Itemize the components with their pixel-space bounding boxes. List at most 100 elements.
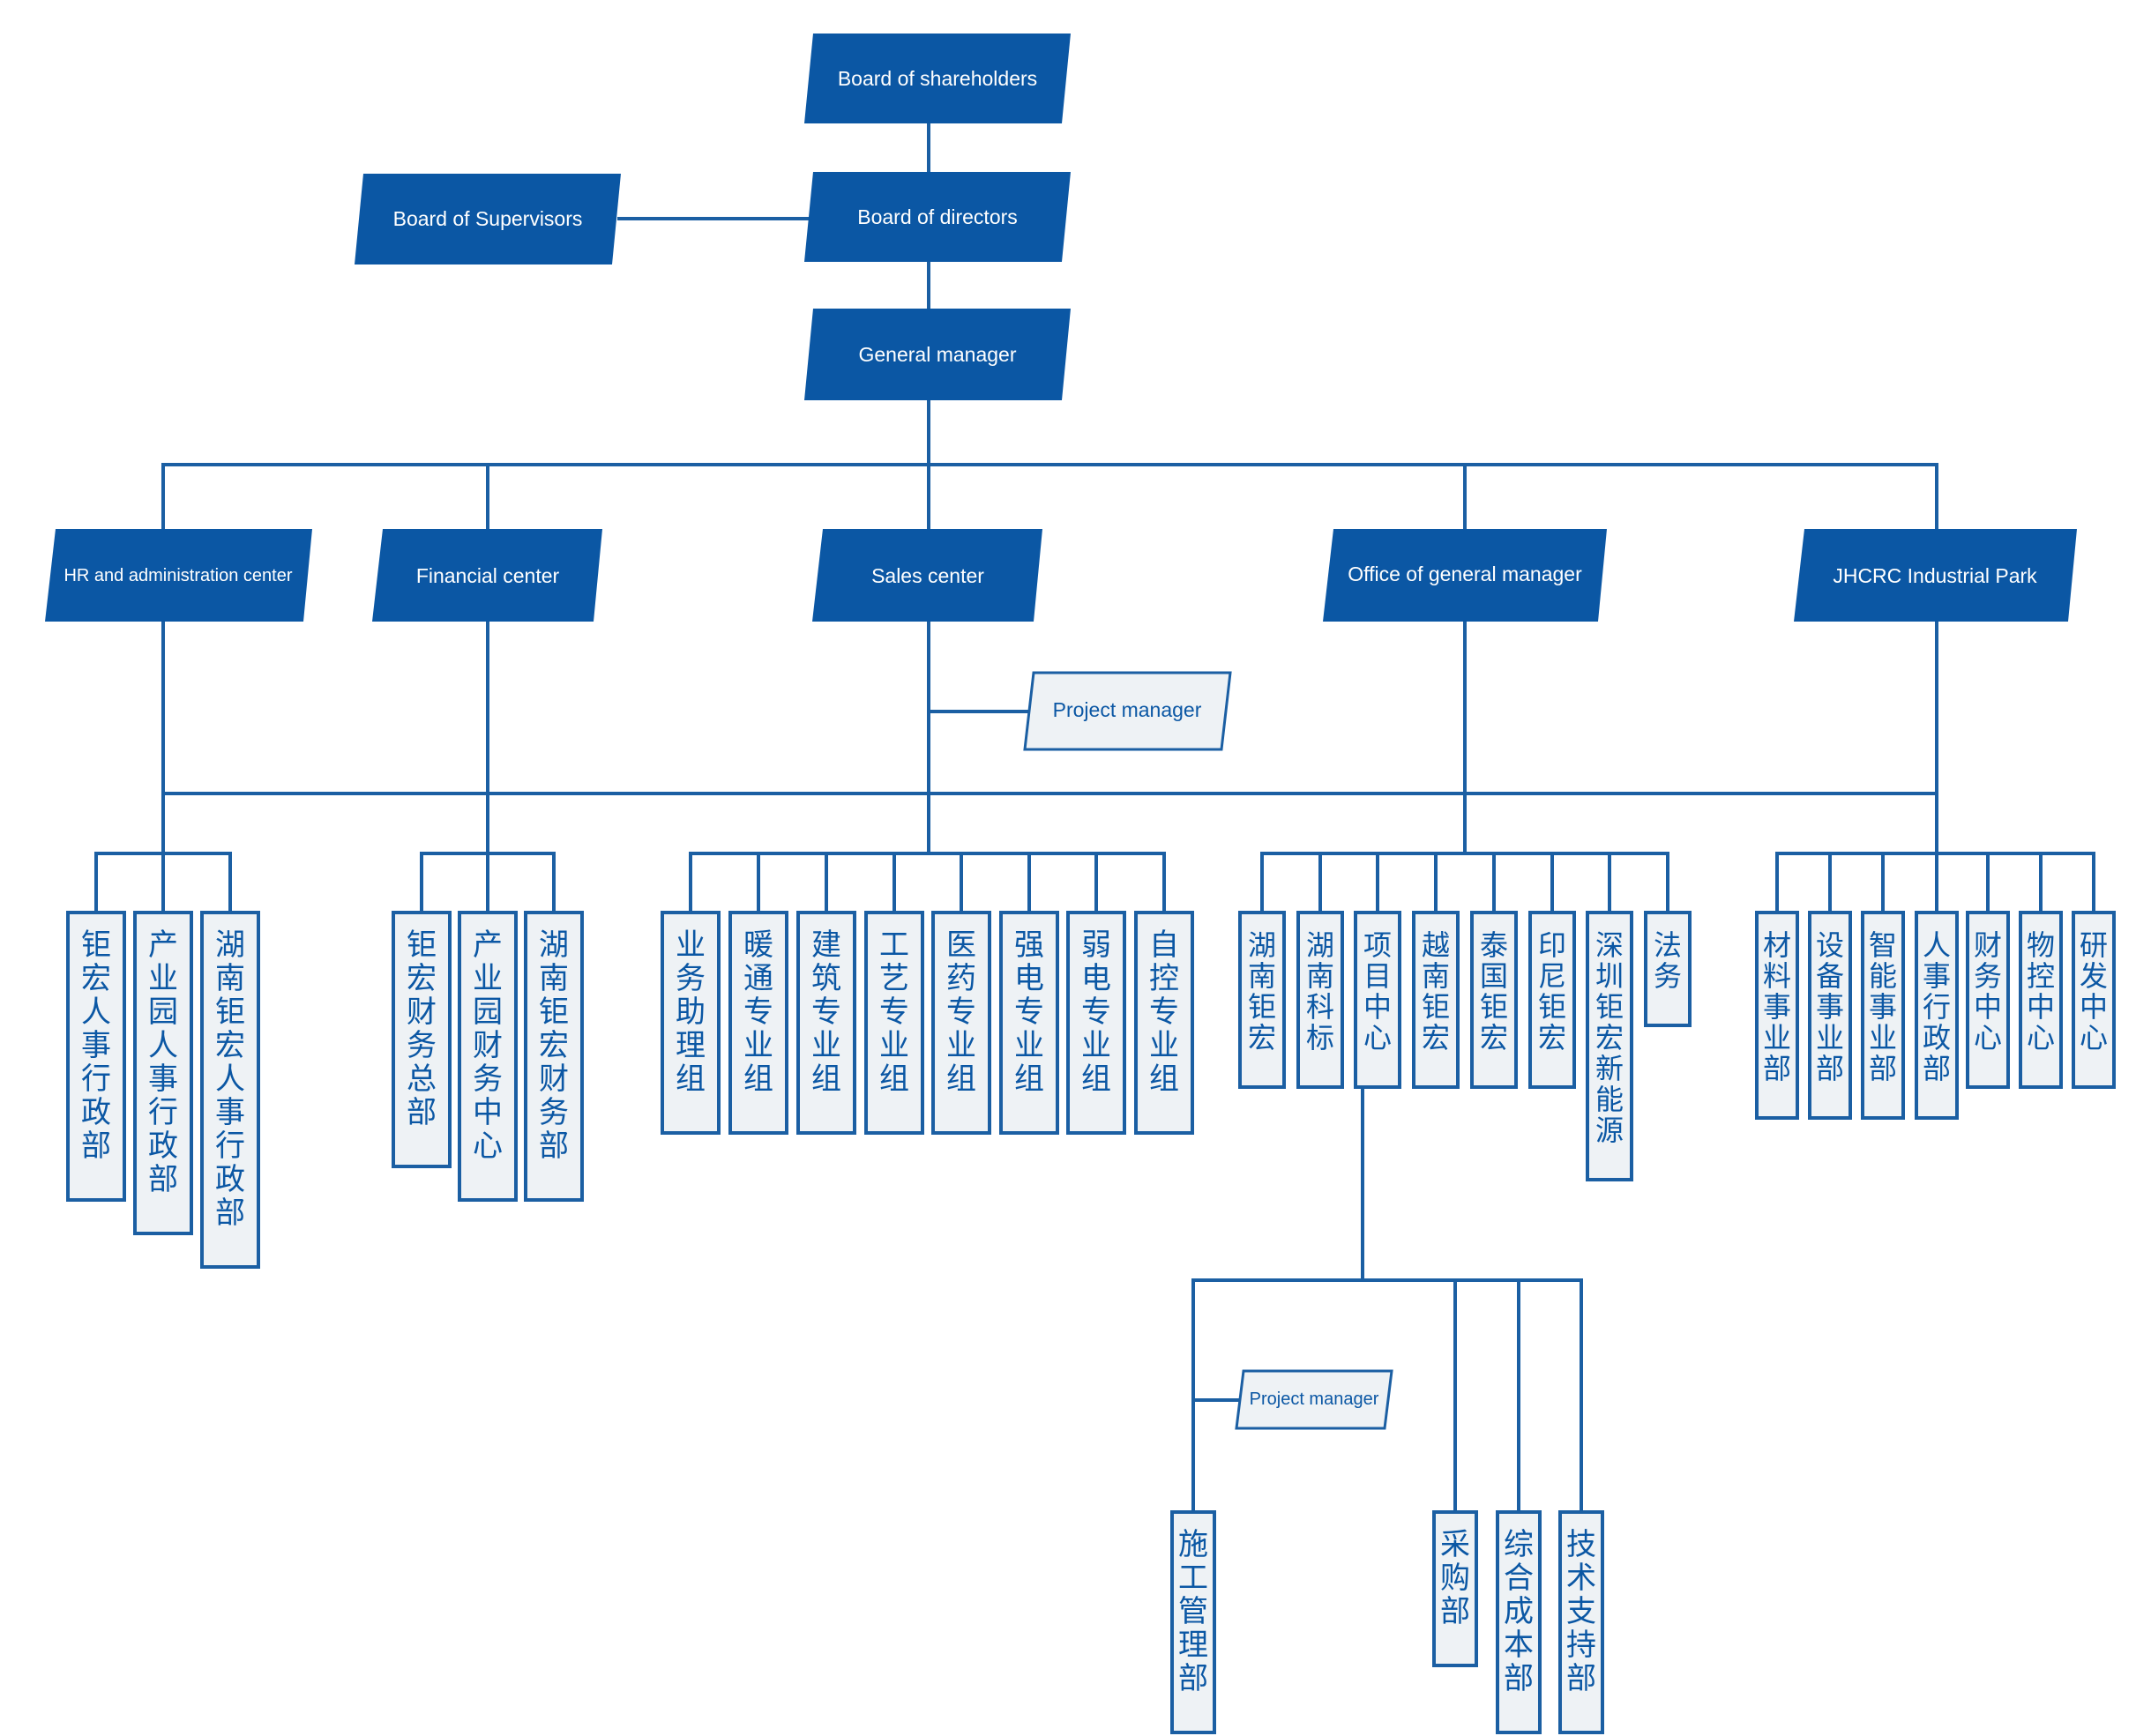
unit-boxes: 钜宏人事行政部产业园人事行政部湖南钜宏人事行政部钜宏财务总部产业园财务中心湖南钜… [66, 911, 2116, 1734]
park-unit-box: 人事行政部 [1915, 911, 1959, 1120]
hr-center-box: HR and administration center [45, 529, 312, 622]
unit-label: 项目中心 [1363, 928, 1392, 1054]
unit-box-frame [1558, 1510, 1604, 1734]
unit-box-frame [1432, 1510, 1478, 1667]
office-unit-box: 泰国钜宏 [1470, 911, 1518, 1089]
park-unit-box: 研发中心 [2072, 911, 2116, 1089]
unit-label: 人事行政部 [1923, 928, 1951, 1085]
park-unit-box: 智能事业部 [1861, 911, 1905, 1120]
project-manager-boxes: Project manager Project manager [1023, 671, 1393, 1430]
unit-label: 湖南科标 [1306, 928, 1334, 1054]
project-manager-label-2: Project manager [1250, 1390, 1379, 1409]
unit-label: 研发中心 [2080, 928, 2108, 1054]
directors-label: Board of directors [857, 205, 1018, 228]
unit-box-frame [1915, 911, 1959, 1120]
unit-box-frame [1755, 911, 1799, 1120]
finance-unit-box: 湖南钜宏财务部 [524, 911, 584, 1202]
sales-center-label: Sales center [871, 564, 984, 587]
project-manager-box-1: Project manager [1023, 671, 1232, 751]
unit-box-frame [931, 911, 991, 1135]
unit-box-frame [1470, 911, 1518, 1089]
unit-label: 钜宏财务总部 [407, 928, 437, 1130]
project-manager-box-2: Project manager [1235, 1369, 1393, 1430]
project-unit-box: 采购部 [1432, 1510, 1478, 1667]
finance-center-box: Financial center [372, 529, 602, 622]
hr-unit-box: 钜宏人事行政部 [66, 911, 126, 1202]
sales-unit-box: 工艺专业组 [864, 911, 924, 1135]
unit-box-frame [1586, 911, 1633, 1181]
office-unit-box: 印尼钜宏 [1528, 911, 1576, 1089]
unit-box-frame [1066, 911, 1126, 1135]
office-center-label: Office of general manager [1348, 563, 1582, 585]
park-center-label: JHCRC Industrial Park [1833, 564, 2037, 587]
unit-box-frame [1296, 911, 1344, 1089]
unit-label: 医药专业组 [946, 928, 976, 1097]
project-unit-box: 综合成本部 [1496, 1510, 1542, 1734]
office-unit-box: 深圳钜宏新能源 [1586, 911, 1633, 1181]
unit-label: 采购部 [1440, 1527, 1470, 1629]
unit-label: 智能事业部 [1869, 928, 1897, 1085]
park-center-box: JHCRC Industrial Park [1794, 529, 2077, 622]
unit-label: 法务 [1654, 928, 1682, 993]
unit-box-frame [999, 911, 1059, 1135]
unit-label: 工艺专业组 [879, 928, 909, 1097]
dark-boxes: Board of shareholders Board of Superviso… [45, 34, 2077, 622]
unit-label: 技术支持部 [1566, 1527, 1596, 1696]
unit-label: 建筑专业组 [811, 928, 841, 1097]
hr-center-label: HR and administration center [63, 566, 292, 585]
unit-label: 钜宏人事行政部 [81, 928, 111, 1164]
unit-box-frame [1238, 911, 1286, 1089]
unit-box-frame [1134, 911, 1194, 1135]
unit-box-frame [1354, 911, 1401, 1089]
supervisors-label: Board of Supervisors [393, 207, 583, 230]
unit-box-frame [1644, 911, 1692, 1027]
park-unit-box: 物控中心 [2019, 911, 2063, 1089]
unit-box-frame [458, 911, 518, 1202]
sales-unit-box: 建筑专业组 [796, 911, 856, 1135]
unit-label: 施工管理部 [1178, 1527, 1208, 1696]
unit-label: 湖南钜宏 [1248, 928, 1276, 1054]
unit-label: 湖南钜宏财务部 [539, 928, 569, 1164]
unit-label: 材料事业部 [1763, 928, 1791, 1085]
unit-label: 设备事业部 [1816, 928, 1844, 1085]
general-manager-label: General manager [859, 343, 1017, 366]
unit-label: 产业园财务中心 [473, 928, 503, 1164]
shareholders-label: Board of shareholders [838, 67, 1037, 90]
project-unit-box: 施工管理部 [1170, 1510, 1216, 1734]
directors-box: Board of directors [804, 172, 1071, 262]
sales-unit-box: 自控专业组 [1134, 911, 1194, 1135]
unit-box-frame [1412, 911, 1460, 1089]
unit-box-frame [524, 911, 584, 1202]
office-unit-box: 湖南钜宏 [1238, 911, 1286, 1089]
unit-label: 物控中心 [2027, 928, 2055, 1054]
unit-box-frame [796, 911, 856, 1135]
unit-box-frame [392, 911, 452, 1168]
sales-center-box: Sales center [812, 529, 1042, 622]
unit-label: 强电专业组 [1014, 928, 1044, 1097]
general-manager-box: General manager [804, 309, 1071, 400]
finance-unit-box: 产业园财务中心 [458, 911, 518, 1202]
unit-box-frame [2072, 911, 2116, 1089]
unit-box-frame [200, 911, 260, 1269]
unit-box-frame [133, 911, 193, 1235]
unit-label: 业务助理组 [676, 928, 706, 1097]
unit-label: 产业园人事行政部 [148, 928, 178, 1197]
unit-box-frame [864, 911, 924, 1135]
unit-box-frame [2019, 911, 2063, 1089]
sales-unit-box: 弱电专业组 [1066, 911, 1126, 1135]
unit-box-frame [1861, 911, 1905, 1120]
office-unit-box: 越南钜宏 [1412, 911, 1460, 1089]
park-unit-box: 设备事业部 [1808, 911, 1852, 1120]
unit-label: 深圳钜宏新能源 [1595, 928, 1624, 1147]
office-unit-box: 项目中心 [1354, 911, 1401, 1089]
unit-box-frame [728, 911, 788, 1135]
unit-label: 暖通专业组 [743, 928, 773, 1097]
supervisors-box: Board of Supervisors [355, 174, 621, 264]
project-unit-box: 技术支持部 [1558, 1510, 1604, 1734]
office-unit-box: 法务 [1644, 911, 1692, 1027]
office-center-box: Office of general manager [1323, 529, 1607, 622]
unit-label: 财务中心 [1974, 928, 2002, 1054]
unit-label: 自控专业组 [1149, 928, 1179, 1097]
hr-unit-box: 湖南钜宏人事行政部 [200, 911, 260, 1269]
